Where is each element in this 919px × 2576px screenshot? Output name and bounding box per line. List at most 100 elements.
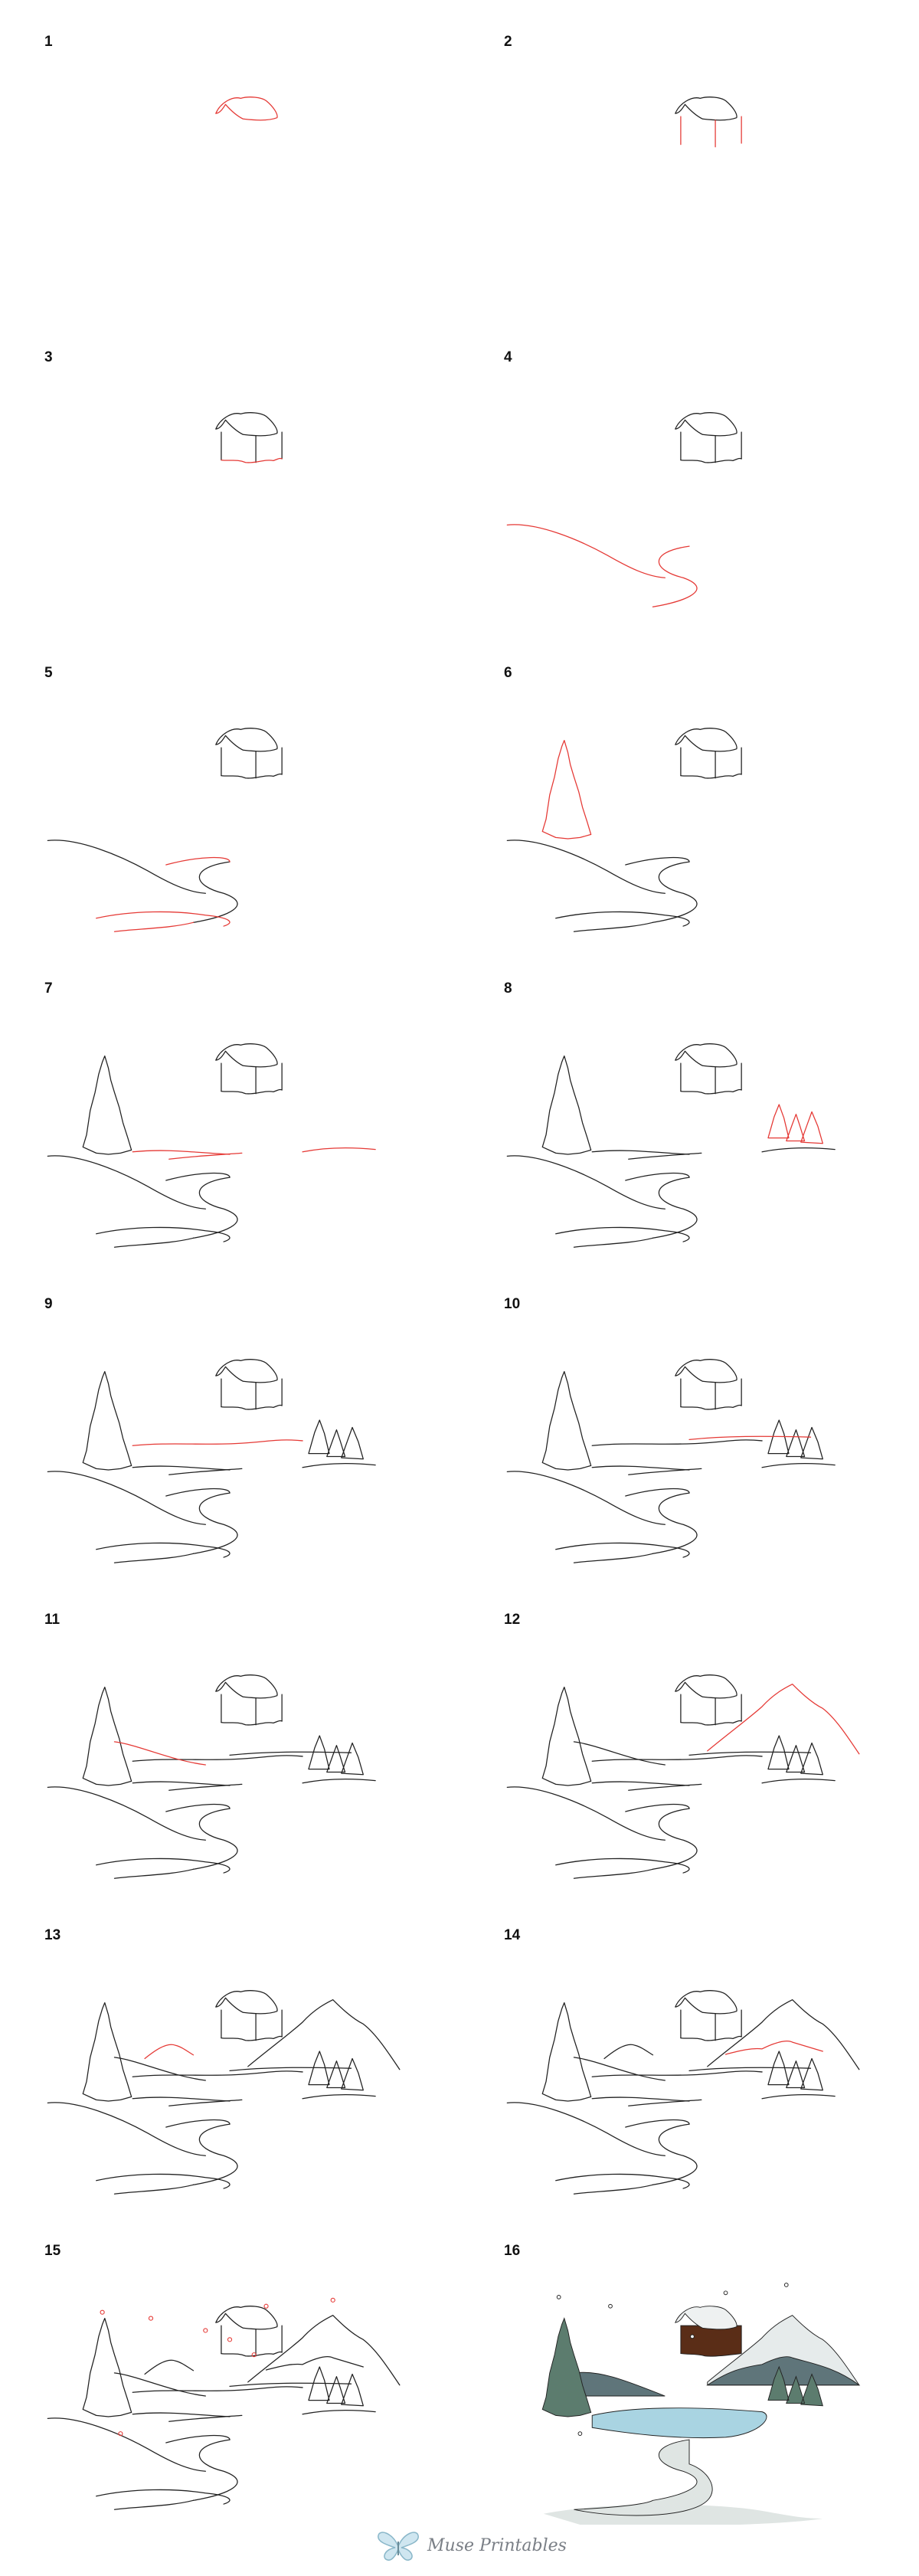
cabin-base (680, 1720, 742, 1726)
snowflake-dot (263, 2303, 269, 2309)
cabin-walls (221, 1694, 283, 1726)
river-top (165, 1803, 231, 1812)
snowflake-dot (227, 2337, 233, 2342)
field-line (132, 2412, 231, 2417)
hill-line (506, 2102, 666, 2156)
field-line-2 (168, 2414, 243, 2422)
cabin-base (221, 2035, 283, 2041)
step-number: 10 (504, 1296, 521, 1312)
cabin-base (680, 1088, 742, 1095)
step-panel: 5 (0, 631, 460, 947)
river-bank (652, 1808, 698, 1870)
cabin-walls (680, 1378, 742, 1410)
pine-tree-left (541, 1686, 592, 1786)
river-top (165, 1172, 231, 1181)
horizon-line (132, 2386, 303, 2393)
cabin-roof (675, 1674, 737, 1699)
cabin-roof (675, 728, 737, 752)
cabin-roof (215, 728, 278, 752)
field-line-2 (168, 1783, 243, 1791)
hill-line (506, 1155, 666, 1209)
step-number: 3 (44, 349, 53, 365)
pine-tree-left (541, 739, 592, 840)
river-end (113, 2184, 195, 2195)
field-line-2 (168, 1152, 243, 1160)
river-bank-lower (555, 1858, 690, 1874)
step-panel: 12 (460, 1578, 919, 1894)
river-path (574, 2439, 713, 2516)
cabin-base (680, 773, 742, 779)
field-line (591, 1781, 690, 1786)
snowflake-dot (690, 2334, 695, 2339)
field-line-2 (628, 1468, 702, 1475)
mountain-big (247, 1999, 401, 2070)
cabin-walls (221, 2009, 283, 2041)
step-drawing (506, 412, 742, 607)
snowflake-dot (783, 2283, 789, 2287)
cabin-walls (680, 2009, 742, 2041)
hill-line (47, 840, 206, 894)
horizon-line-2 (229, 2382, 352, 2387)
snowflake-dot (556, 2295, 561, 2299)
mountain-left (113, 2372, 206, 2397)
step-number: 12 (504, 1612, 521, 1628)
field-line-2 (628, 1783, 702, 1791)
horizon-line-2 (688, 1435, 812, 1440)
step-number: 13 (44, 1927, 61, 1943)
cabin-walls (680, 747, 742, 779)
snowflake-dot (723, 2290, 728, 2296)
snowflake-dot (608, 2303, 613, 2309)
snowflake-dot (148, 2316, 154, 2321)
cabin-walls (221, 1378, 283, 1410)
horizon-line-2 (688, 1751, 812, 1756)
river-end (573, 921, 654, 932)
mountain-peak-small (603, 2044, 654, 2060)
field-line (591, 2096, 690, 2102)
cabin-roof (215, 412, 278, 437)
step-panel: 1 (0, 0, 460, 316)
field-line (591, 1465, 690, 1471)
snowflake-dot (577, 2431, 583, 2437)
mountain-big (707, 1999, 860, 2070)
river-bank (652, 861, 698, 923)
step-drawing (47, 728, 283, 932)
cabin-walls (221, 747, 283, 779)
horizon-line (591, 2070, 763, 2077)
step-drawing (675, 97, 742, 148)
cabin-roof (675, 97, 737, 121)
step-number: 1 (44, 34, 53, 50)
horizon-line-2 (229, 1751, 352, 1756)
step-number: 9 (44, 1296, 53, 1312)
horizon-line (132, 2070, 303, 2077)
cabin-walls (221, 431, 283, 463)
field-line (132, 1781, 231, 1786)
river-end (573, 2184, 654, 2195)
cabin-roof (215, 1990, 278, 2015)
step-panel: 2 (460, 0, 919, 316)
horizon-line-2 (688, 2067, 812, 2071)
horizon-line-2 (229, 2067, 352, 2071)
pine-tree-left (541, 2002, 592, 2102)
pine-trees-right (767, 2365, 823, 2407)
cabin-roof (675, 1359, 737, 1383)
pine-tree-left (82, 1370, 132, 1471)
snowflake-dot (330, 2297, 335, 2303)
field-right (761, 1147, 836, 1153)
mountain-snow-line (265, 2356, 364, 2371)
river-bank (192, 2123, 238, 2185)
step-drawing (47, 2297, 401, 2510)
cabin-roof (675, 412, 737, 437)
step-number: 15 (44, 2243, 61, 2259)
cabin-walls (680, 1062, 742, 1095)
cabin-roof (675, 1043, 737, 1068)
mountain-big (247, 2315, 401, 2386)
river-top (625, 856, 690, 866)
step-drawing (506, 1990, 860, 2195)
hill-line (506, 524, 666, 578)
snowflake-dot (118, 2431, 123, 2437)
step-panel: 7 (0, 947, 460, 1262)
step-panel: 6 (460, 631, 919, 947)
mountain-peak-small (144, 2359, 195, 2375)
cabin-roof (675, 2306, 737, 2330)
river-end (113, 1868, 195, 1879)
